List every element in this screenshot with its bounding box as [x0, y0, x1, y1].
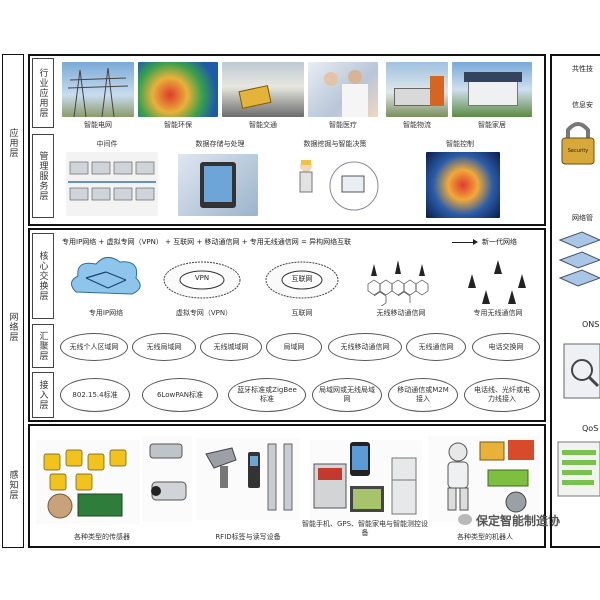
ip-network-cloud	[66, 252, 146, 304]
core-sublayer-label: 核心交换层	[37, 251, 48, 301]
industry-caption-5: 智能物流	[403, 121, 431, 129]
agg-oval-6: 无线通信网	[406, 333, 466, 361]
agg-oval-4: 局域网	[266, 333, 322, 361]
vpn-cloud: VPN	[160, 256, 244, 304]
data-mining-image	[290, 152, 390, 216]
access-sublayer-label: 接入层	[37, 380, 48, 410]
agg-oval-3: 无线城域网	[200, 333, 262, 361]
industry-caption-2: 智能环保	[164, 121, 192, 129]
agg-oval-5: 无线移动通信网	[328, 333, 402, 361]
agg-sublayer-label-box	[32, 324, 54, 368]
core-caption-2: 虚拟专网（VPN）	[175, 309, 233, 317]
intelligent-control-image	[426, 152, 500, 218]
data-storage-image	[178, 154, 258, 216]
watermark-text: 保定智能制造协	[476, 514, 561, 528]
mgmt-sublayer-label-box	[32, 134, 54, 218]
core-caption-1: 专用IP网络	[88, 309, 124, 317]
smart-grid-image	[62, 62, 134, 117]
smart-logistics-image	[386, 62, 448, 117]
core-header-text: 专用IP网络 + 虚拟专网（VPN） + 互联网 + 移动通信网 + 专用无线通…	[62, 238, 352, 246]
access-oval-2: 6LowPAN标准	[142, 378, 218, 412]
smart-medical-image	[308, 62, 378, 117]
mgmt-caption-4: 智能控制	[446, 140, 474, 148]
layer-label-column	[2, 54, 24, 548]
industry-sublayer-label: 行业应用层	[37, 68, 48, 118]
robots-image	[428, 436, 540, 522]
network-layer-panel	[28, 228, 546, 422]
next-gen-label: 新一代网络	[482, 238, 517, 246]
mgmt-sublayer-label: 管理服务层	[37, 151, 48, 201]
common-tech-label: 共性技	[572, 65, 593, 73]
application-layer-label: 应用层	[7, 128, 18, 158]
core-caption-5: 专用无线通信网	[473, 309, 523, 317]
access-oval-4: 局域网或无线局域网	[312, 378, 382, 412]
info-security-label: 信息安	[572, 101, 593, 109]
internet-inner-label: 互联网	[291, 275, 313, 283]
perception-layer-panel	[28, 424, 546, 548]
next-gen-arrow	[452, 242, 476, 243]
smart-home-image	[452, 62, 532, 117]
ons-label: ONS	[582, 320, 600, 329]
agg-oval-1: 无线个人区域网	[60, 333, 128, 361]
agg-oval-2: 无线局域网	[132, 333, 196, 361]
watermark: 保定智能制造协	[458, 510, 600, 532]
perception-caption-4: 各种类型的机器人	[457, 533, 513, 541]
network-mgmt-image	[556, 230, 600, 288]
ons-image	[560, 340, 600, 402]
agg-oval-7: 电话交换网	[472, 333, 540, 361]
qos-image	[556, 440, 600, 498]
mgmt-caption-2: 数据存储与处理	[195, 140, 245, 148]
perception-layer-label: 感知层	[7, 470, 18, 500]
mgmt-caption-1: 中间件	[96, 140, 118, 148]
dedicated-wireless-graphic	[458, 254, 538, 306]
industry-caption-4: 智能医疗	[329, 121, 357, 129]
perception-caption-1: 各种类型的传感器	[74, 533, 130, 541]
agg-sublayer-label: 汇聚层	[37, 331, 48, 361]
access-oval-6: 电话线、光纤或电力线接入	[464, 378, 540, 412]
mgmt-caption-3: 数据挖掘与智能决策	[303, 140, 367, 148]
rfid-devices-image	[196, 438, 300, 520]
mobile-network-graphic	[358, 254, 444, 308]
next-gen-arrow-head	[473, 239, 478, 245]
smart-traffic-image	[222, 62, 304, 117]
security-lock-text: Security	[567, 148, 589, 154]
access-sublayer-label-box	[32, 372, 54, 418]
application-layer-panel	[28, 54, 546, 226]
perception-caption-3-text: 智能手机、GPS、智能家电与智能测控设备	[301, 520, 429, 538]
industry-caption-3: 智能交通	[249, 121, 277, 129]
sensors-image	[36, 440, 140, 524]
perception-caption-3: 智能手机、GPS、智能家电与智能测控设备	[300, 520, 430, 538]
qos-label: QoS	[582, 424, 599, 433]
access-oval-1: 802.15.4标准	[60, 378, 130, 412]
smart-devices-image	[310, 440, 422, 520]
common-tech-panel	[550, 54, 600, 548]
access-oval-5: 移动通信或M2M接入	[388, 378, 458, 412]
middleware-servers-image	[66, 152, 158, 216]
industry-sublayer-label-box	[32, 58, 54, 128]
camera-image	[142, 436, 192, 522]
internet-cloud: 互联网	[262, 256, 342, 304]
smart-env-image	[138, 62, 218, 117]
industry-caption-1: 智能电网	[84, 121, 112, 129]
perception-caption-2: RFID标签与读写设备	[215, 533, 281, 541]
access-oval-3: 蓝牙标准或ZigBee标准	[228, 378, 306, 412]
core-sublayer-label-box	[32, 233, 54, 319]
wechat-icon	[458, 514, 472, 525]
network-mgmt-label: 网络管	[572, 214, 593, 222]
core-caption-3: 互联网	[291, 309, 313, 317]
core-caption-4: 无线移动通信网	[376, 309, 426, 317]
industry-caption-6: 智能家居	[478, 121, 506, 129]
vpn-inner-label: VPN	[194, 274, 210, 282]
network-layer-label: 网络层	[7, 312, 18, 342]
security-lock-image: Security	[556, 116, 600, 168]
